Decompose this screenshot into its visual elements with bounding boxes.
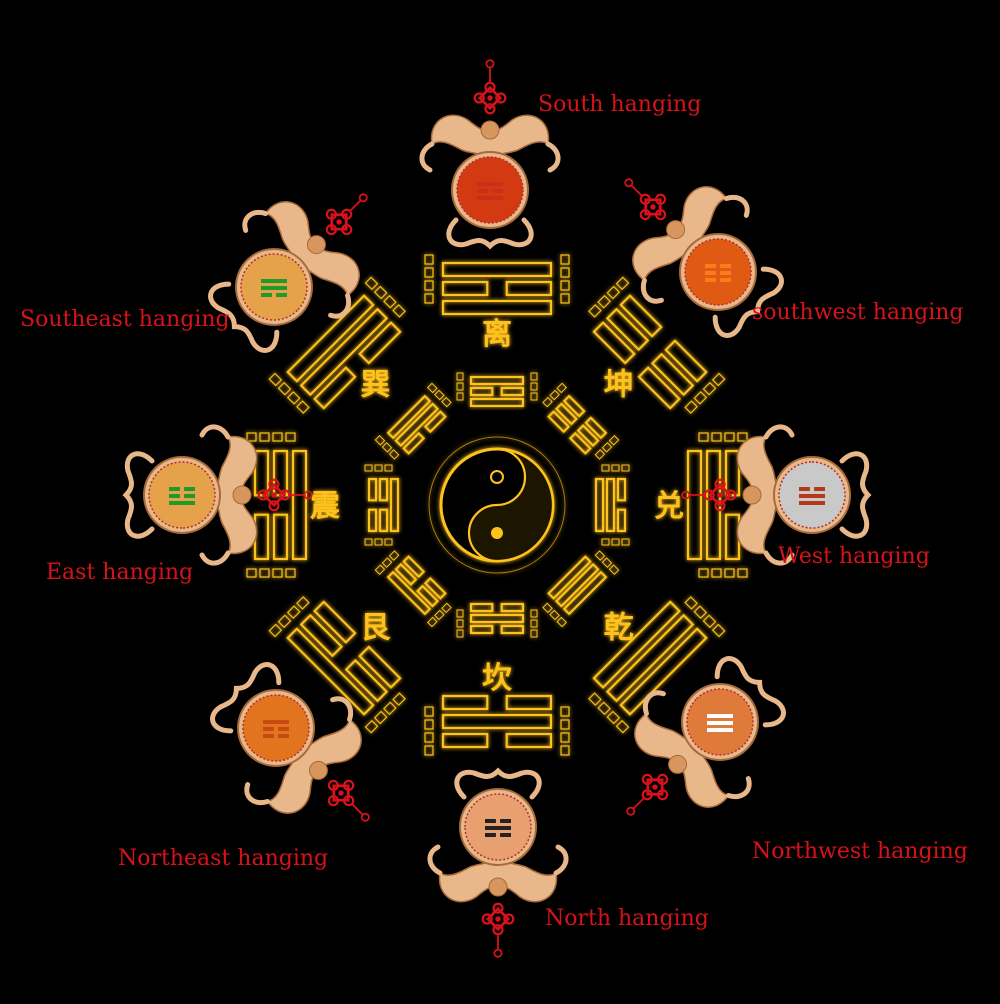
disc-trigram-icon xyxy=(477,182,503,200)
label-southwest-hanging: southwest hanging xyxy=(752,300,964,325)
trigram-disc xyxy=(773,456,851,534)
trigram-name-northwest: 乾 xyxy=(604,611,634,646)
outer-trigram-southwest xyxy=(588,276,726,414)
trigram-disc xyxy=(681,683,759,761)
trigram-disc xyxy=(679,233,757,311)
disc-trigram-icon xyxy=(263,720,289,738)
yin-yang-icon xyxy=(428,436,566,574)
inner-trigram-northwest xyxy=(542,550,620,628)
inner-trigram-north xyxy=(456,602,538,638)
bat-ornament-icon xyxy=(199,424,258,566)
disc-trigram-icon xyxy=(485,819,511,837)
outer-trigram-south xyxy=(424,254,570,316)
trigram-name-northeast: 艮 xyxy=(360,611,391,646)
hanging-northwest xyxy=(626,656,786,816)
hanging-east xyxy=(122,424,313,566)
bat-ornament-icon xyxy=(419,114,561,173)
chinese-knot-icon xyxy=(626,773,669,816)
trigram-disc xyxy=(459,788,537,866)
hanging-west xyxy=(681,424,872,566)
label-northwest-hanging: Northwest hanging xyxy=(752,839,968,864)
disc-trigram-icon xyxy=(799,487,825,505)
label-southeast-hanging: Southeast hanging xyxy=(20,307,230,332)
label-east-hanging: East hanging xyxy=(46,560,194,585)
trigram-disc xyxy=(451,151,529,229)
disc-trigram-icon xyxy=(707,714,733,732)
trigram-name-southwest: 坤 xyxy=(604,367,634,402)
hanging-north xyxy=(427,767,569,958)
outer-trigram-northeast xyxy=(268,596,406,734)
outer-trigram-west xyxy=(686,432,748,578)
bat-ornament-icon xyxy=(427,844,569,903)
outer-trigram-north xyxy=(424,694,570,756)
inner-trigram-south xyxy=(456,372,538,408)
bat-ornament-icon xyxy=(242,201,360,319)
inner-trigram-southeast xyxy=(374,382,452,460)
bat-ornament-icon xyxy=(634,690,752,808)
chinese-knot-icon xyxy=(681,478,737,512)
hangings-layer xyxy=(122,59,872,958)
disc-trigram-icon xyxy=(261,279,287,297)
label-north-hanging: North hanging xyxy=(545,906,709,931)
trigram-name-north: 坎 xyxy=(482,661,512,696)
bat-ornament-icon xyxy=(736,424,795,566)
bat-ornament-icon xyxy=(632,186,750,304)
trigram-name-east: 震 xyxy=(310,489,341,524)
hanging-northeast xyxy=(210,662,370,822)
chinese-knot-icon xyxy=(325,193,368,236)
trigram-name-south: 离 xyxy=(482,317,512,352)
inner-trigram-east xyxy=(364,464,400,546)
chinese-knot-icon xyxy=(624,178,667,221)
trigram-name-west: 兑 xyxy=(654,489,684,524)
label-south-hanging: South hanging xyxy=(538,92,702,117)
outer-trigram-southeast xyxy=(268,276,406,414)
chinese-knot-icon xyxy=(481,902,515,958)
label-west-hanging: West hanging xyxy=(778,544,930,569)
disc-trigram-icon xyxy=(169,487,195,505)
hanging-south xyxy=(419,59,561,250)
label-northeast-hanging: Northeast hanging xyxy=(118,846,329,871)
trigram-disc xyxy=(235,248,313,326)
chinese-knot-icon xyxy=(327,779,370,822)
inner-trigram-west xyxy=(594,464,630,546)
hanging-southeast xyxy=(208,193,368,353)
disc-trigram-icon xyxy=(705,264,731,282)
hanging-southwest xyxy=(624,178,784,338)
outer-trigram-northwest xyxy=(588,596,726,734)
trigram-disc xyxy=(237,689,315,767)
inner-trigram-southwest xyxy=(542,382,620,460)
inner-trigram-northeast xyxy=(374,550,452,628)
trigram-name-southeast: 巽 xyxy=(360,367,390,402)
bat-ornament-icon xyxy=(244,696,362,814)
chinese-knot-icon xyxy=(257,478,313,512)
trigram-disc xyxy=(143,456,221,534)
chinese-knot-icon xyxy=(473,59,507,115)
